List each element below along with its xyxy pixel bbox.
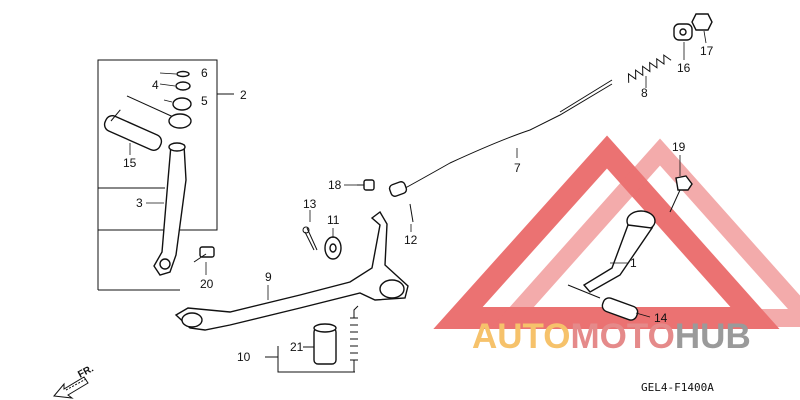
callout-8: 8 <box>641 86 648 100</box>
watermark-auto: AUTO <box>472 317 571 356</box>
front-direction-label: FR. <box>76 363 96 380</box>
callout-6: 6 <box>201 66 208 80</box>
callout-12: 12 <box>404 233 418 247</box>
watermark-text: AUTOMOTOHUB <box>472 317 751 356</box>
return-spring-10-part <box>350 305 359 372</box>
callout-16: 16 <box>677 61 691 75</box>
group-bracket-10 <box>265 346 355 373</box>
callout-9: 9 <box>265 270 272 284</box>
callout-20: 20 <box>200 277 214 291</box>
diagram-code: GEL4-F1400A <box>641 381 714 394</box>
adjuster-nut-17-part <box>691 13 713 31</box>
pivot-bolt-part <box>126 70 192 129</box>
bolt-19-part <box>669 175 693 213</box>
callout-14: 14 <box>654 311 668 325</box>
callout-18: 18 <box>328 178 342 192</box>
leader-lines <box>129 30 707 318</box>
collar-21-part <box>313 323 337 365</box>
callout-17: 17 <box>700 44 714 58</box>
cotter-pin-13-part <box>302 226 318 251</box>
watermark-logo <box>433 135 800 329</box>
callout-labels: 1 2 3 4 5 6 7 8 9 10 11 12 13 14 15 16 1… <box>123 44 714 364</box>
kick-arm-part <box>153 142 187 276</box>
watermark-moto: MOTO <box>571 317 675 356</box>
washer-11-part <box>324 236 342 260</box>
bolt-20-part <box>193 246 215 263</box>
brake-arm-1-part <box>567 210 656 299</box>
callout-13: 13 <box>303 197 317 211</box>
bolt-18-part <box>357 179 375 191</box>
brake-pedal-part <box>174 210 409 331</box>
watermark-hub: HUB <box>675 317 751 356</box>
callout-15: 15 <box>123 156 137 170</box>
brake-rod-part <box>388 79 613 197</box>
callout-5: 5 <box>201 94 208 108</box>
front-direction-arrow-icon: FR. <box>53 363 96 399</box>
callout-21: 21 <box>290 340 304 354</box>
callout-7: 7 <box>514 161 521 175</box>
callout-10: 10 <box>237 350 251 364</box>
callout-1: 1 <box>630 256 637 270</box>
callout-19: 19 <box>672 140 686 154</box>
group-bracket-2 <box>97 59 234 291</box>
callout-4: 4 <box>152 78 159 92</box>
callout-2: 2 <box>240 88 247 102</box>
pin-12-part <box>409 203 414 223</box>
callout-11: 11 <box>327 213 340 227</box>
callout-3: 3 <box>136 196 143 210</box>
brake-spring-8-part <box>627 54 672 83</box>
brake-joint-16-part <box>673 23 693 41</box>
kick-rubber-part <box>103 109 163 151</box>
pedal-rubber-14-part <box>601 297 639 321</box>
